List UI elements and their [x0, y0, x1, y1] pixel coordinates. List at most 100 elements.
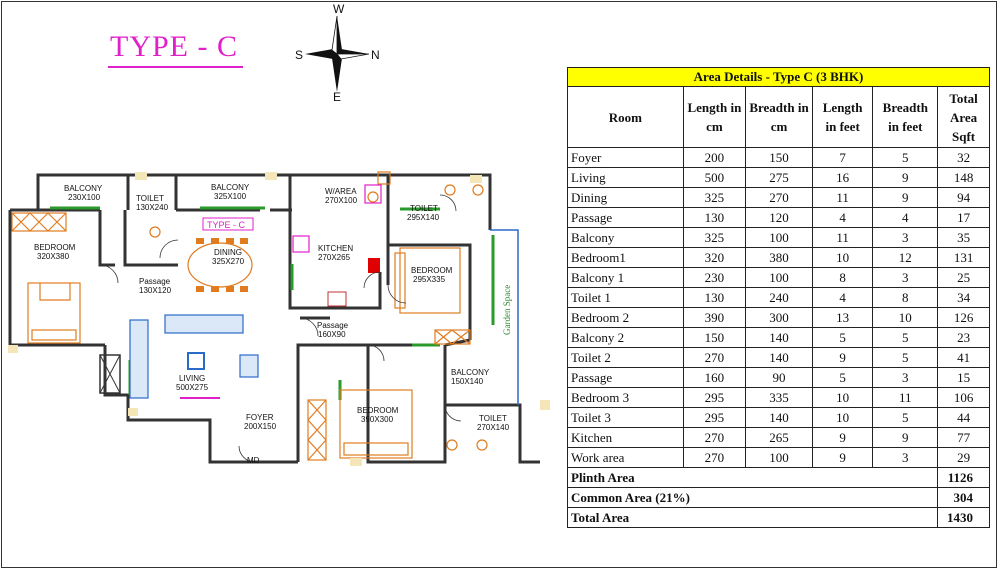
cell-breadth-cm: 380: [745, 247, 813, 268]
total-value: 1126: [937, 467, 990, 488]
cell-length-cm: 150: [682, 327, 747, 348]
cell-breadth-ft: 5: [872, 407, 939, 428]
total-value: 1430: [937, 507, 990, 528]
cell-breadth-ft: 3: [872, 367, 939, 388]
cell-length-ft: 10: [811, 407, 874, 428]
compass-e: E: [333, 90, 342, 104]
compass: W S N E: [285, 2, 395, 104]
area-details-table: Area Details - Type C (3 BHK) Room Lengt…: [566, 67, 990, 528]
cell-length-ft: 5: [811, 367, 874, 388]
column-markers: [8, 172, 550, 466]
header-breadth-ft: Breadth in feet: [872, 86, 939, 148]
title-underline: [108, 66, 243, 68]
cell-area: 29: [937, 447, 990, 468]
label-living-name: LIVING: [179, 374, 205, 383]
cell-length-ft: 5: [811, 327, 874, 348]
cell-length-ft: 7: [811, 147, 874, 168]
cell-length-cm: 325: [682, 187, 747, 208]
label-passage2-name: Passage: [317, 321, 349, 330]
cell-area: 94: [937, 187, 990, 208]
label-balcony-r-size: 150X140: [451, 377, 484, 386]
cell-breadth-cm: 120: [745, 207, 813, 228]
cell-breadth-cm: 90: [745, 367, 813, 388]
dining-table-icon: [187, 242, 253, 288]
label-toilet1-size: 130X240: [136, 203, 169, 212]
label-foyer-name: FOYER: [246, 413, 274, 422]
label-dining-name: DINING: [214, 248, 242, 257]
cell-breadth-cm: 265: [745, 427, 813, 448]
cell-area: 106: [937, 387, 990, 408]
header-breadth-cm: Breadth in cm: [745, 86, 813, 148]
label-passage1-name: Passage: [139, 277, 171, 286]
cell-length-ft: 16: [811, 167, 874, 188]
cell-length-cm: 270: [682, 347, 747, 368]
label-toilet-top-name: TOILET: [410, 204, 438, 213]
cell-length-cm: 200: [682, 147, 747, 168]
cell-length-cm: 130: [682, 287, 747, 308]
cell-length-cm: 325: [682, 227, 747, 248]
cell-breadth-ft: 10: [872, 307, 939, 328]
cell-breadth-ft: 8: [872, 287, 939, 308]
label-toilet1-name: TOILET: [136, 194, 164, 203]
bed-icon: [339, 389, 413, 459]
label-balcony-r-name: BALCONY: [451, 368, 490, 377]
cell-area: 25: [937, 267, 990, 288]
cell-room: Living: [567, 167, 684, 188]
fixtures: [149, 184, 488, 451]
cell-length-ft: 9: [811, 347, 874, 368]
cell-length-cm: 160: [682, 367, 747, 388]
label-kitchen-name: KITCHEN: [318, 244, 353, 253]
label-dining-size: 325X270: [212, 257, 245, 266]
label-bedroom2-size: 390X300: [361, 415, 394, 424]
cell-breadth-ft: 5: [872, 147, 939, 168]
cell-area: 41: [937, 347, 990, 368]
cell-breadth-cm: 140: [745, 407, 813, 428]
cell-room: Toilet 3: [567, 407, 684, 428]
cell-length-ft: 11: [811, 187, 874, 208]
cell-breadth-ft: 3: [872, 267, 939, 288]
compass-s: S: [295, 48, 304, 62]
total-label: Total Area: [566, 507, 939, 528]
washing-machine-icon: [364, 184, 382, 204]
cell-breadth-cm: 100: [745, 447, 813, 468]
cell-room: Balcony: [567, 227, 684, 248]
cell-area: 23: [937, 327, 990, 348]
label-passage2-size: 160X90: [318, 330, 346, 339]
cell-room: Toilet 1: [567, 287, 684, 308]
label-balcony-top-size: 325X100: [214, 192, 247, 201]
table-header-row: Room Length in cm Breadth in cm Length i…: [567, 86, 990, 148]
cell-room: Passage: [567, 207, 684, 228]
dining-chairs: [196, 238, 248, 292]
cell-length-cm: 230: [682, 267, 747, 288]
cell-length-ft: 10: [811, 387, 874, 408]
compass-w: W: [333, 2, 345, 16]
cell-room: Bedroom 2: [567, 307, 684, 328]
fridge-icon: [292, 235, 310, 253]
cell-length-cm: 270: [682, 447, 747, 468]
garden-boundary: [490, 229, 519, 405]
label-bedroom2-name: BEDROOM: [357, 406, 399, 415]
label-kitchen-size: 270X265: [318, 253, 351, 262]
label-toilet-br-name: TOILET: [479, 414, 507, 423]
cell-length-cm: 390: [682, 307, 747, 328]
cell-area: 32: [937, 147, 990, 168]
cell-length-ft: 8: [811, 267, 874, 288]
cell-room: Passage: [567, 367, 684, 388]
total-label: Plinth Area: [566, 467, 939, 488]
cell-length-ft: 10: [811, 247, 874, 268]
type-tag: TYPE - C: [207, 220, 246, 230]
cell-breadth-ft: 4: [872, 207, 939, 228]
cell-length-cm: 320: [682, 247, 747, 268]
